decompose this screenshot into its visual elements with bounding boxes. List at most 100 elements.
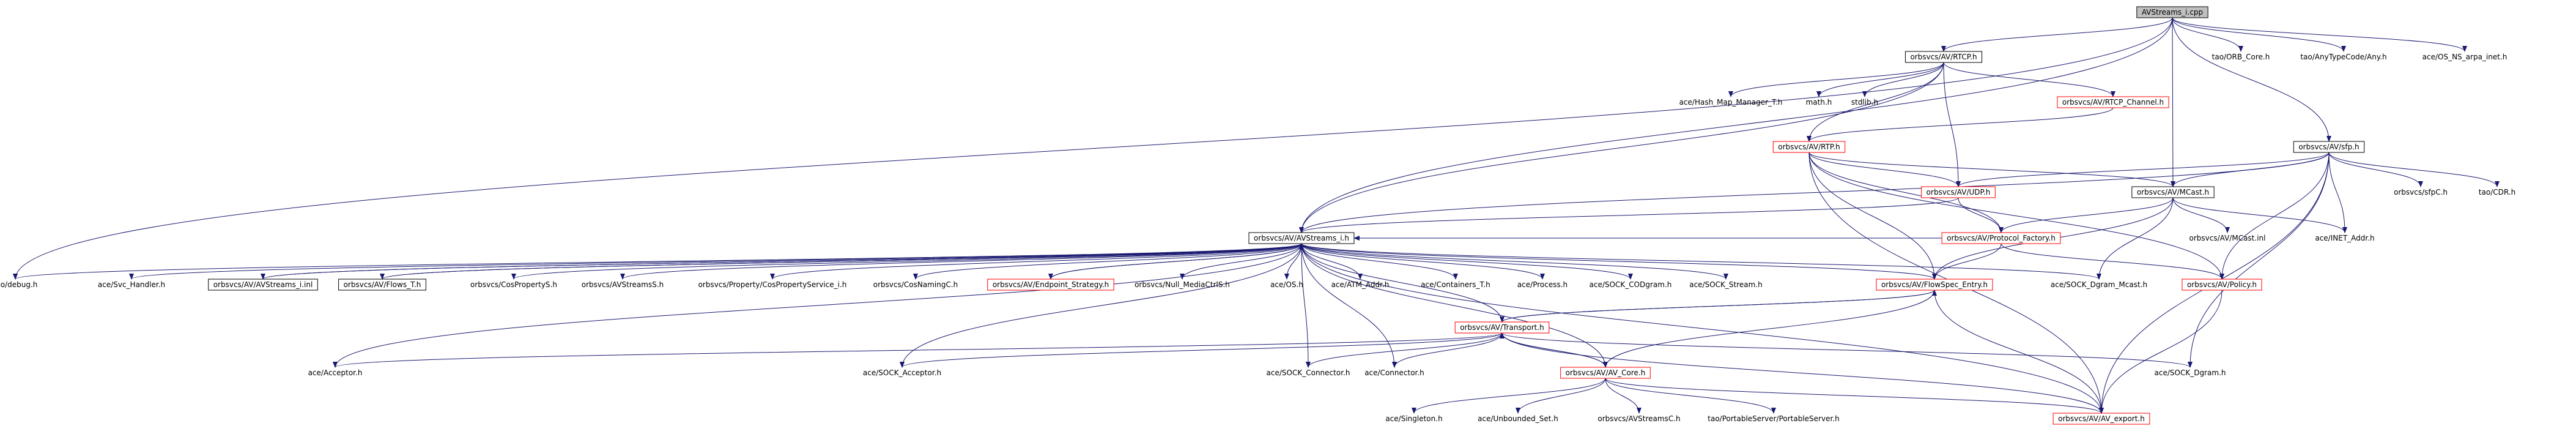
node-orbsvcs-cospropertys-h[interactable]: orbsvcs/CosPropertyS.h: [470, 280, 557, 289]
node-ace-os-h[interactable]: ace/OS.h: [1270, 280, 1303, 289]
node-math-h[interactable]: math.h: [1806, 98, 1832, 107]
node-box: [1772, 141, 1846, 153]
node-label: ace/SOCK_Stream.h: [1689, 280, 1763, 289]
edge-avsinl-to-avs: [262, 243, 1304, 280]
node-orbsvcs-cosnamingc-h[interactable]: orbsvcs/CosNamingC.h: [873, 280, 958, 289]
node-label: tao/debug.h: [0, 280, 37, 289]
edge-avs-to-propsvc: [770, 243, 1302, 280]
node-orbsvcs-av-mcast-inl[interactable]: orbsvcs/AV/MCast.inl: [2189, 234, 2266, 242]
node-orbsvcs-property-cospropertyservice-i-h[interactable]: orbsvcs/Property/CosPropertyService_i.h: [698, 280, 847, 289]
node-orbsvcs-sfpc-h[interactable]: orbsvcs/sfpC.h: [2394, 188, 2448, 196]
node-label: ace/Process.h: [1517, 280, 1567, 289]
edge-avs-to-acceptor: [333, 243, 1302, 368]
node-ace-singleton-h[interactable]: ace/Singleton.h: [1385, 414, 1442, 423]
node-tao-cdr-h[interactable]: tao/CDR.h: [2479, 188, 2515, 196]
node-ace-connector-h[interactable]: ace/Connector.h: [1364, 369, 1424, 377]
node-ace-inet-addr-h[interactable]: ace/INET_Addr.h: [2315, 234, 2374, 242]
edge-flowst-to-avs: [382, 243, 1304, 280]
node-label: orbsvcs/AV/Policy.h: [2187, 280, 2257, 289]
node-orbsvcs-avstreamss-h[interactable]: orbsvcs/AVStreamsS.h: [582, 280, 664, 289]
node-orbsvcs-av-transport-h[interactable]: orbsvcs/AV/Transport.h: [1454, 321, 1550, 334]
edge-avs-to-sockcod: [1301, 243, 1633, 280]
node-orbsvcs-av-avstreams-i-h[interactable]: orbsvcs/AV/AVStreams_i.h: [1248, 232, 1355, 244]
node-orbsvcs-avstreamsc-h[interactable]: orbsvcs/AVStreamsC.h: [1597, 414, 1680, 423]
node-label: orbsvcs/AV/AV_Core.h: [1566, 369, 1646, 377]
node-label: orbsvcs/AV/RTCP_Channel.h: [2062, 98, 2164, 107]
edge-rtcp-to-udp: [1943, 62, 1961, 187]
node-label: ace/OS_NS_arpa_inet.h: [2422, 53, 2508, 61]
node-tao-orb-core-h[interactable]: tao/ORB_Core.h: [2212, 53, 2270, 61]
node-ace-sock-acceptor-h[interactable]: ace/SOCK_Acceptor.h: [863, 369, 941, 377]
edge-avs-to-cosnc: [913, 243, 1302, 280]
node-orbsvcs-av-protocol-factory-h[interactable]: orbsvcs/AV/Protocol_Factory.h: [1941, 232, 2061, 244]
node-box: [1560, 367, 1651, 379]
node-orbsvcs-av-av-core-h[interactable]: orbsvcs/AV/AV_Core.h: [1560, 367, 1651, 379]
node-box: [2052, 413, 2150, 425]
node-orbsvcs-av-endpoint-strategy-h[interactable]: orbsvcs/AV/Endpoint_Strategy.h: [987, 279, 1114, 291]
node-orbsvcs-null-mediactrls-h[interactable]: orbsvcs/Null_MediaCtrlS.h: [1134, 280, 1230, 289]
edge-avs-to-sockstream: [1301, 243, 1728, 280]
node-orbsvcs-av-rtcp-h[interactable]: orbsvcs/AV/RTCP.h: [1904, 51, 1983, 63]
edge-mcast-to-inetaddr: [2172, 197, 2347, 233]
edge-avs-to-process: [1301, 243, 1545, 280]
node-label: orbsvcs/Property/CosPropertyService_i.h: [698, 280, 847, 289]
edge-avs-to-taodebug: [13, 243, 1302, 280]
node-label: orbsvcs/AV/Protocol_Factory.h: [1947, 234, 2056, 242]
edge-avs-to-cosps: [511, 243, 1302, 280]
node-ace-sock-connector-h[interactable]: ace/SOCK_Connector.h: [1267, 369, 1350, 377]
edge-transport-to-acceptor: [333, 332, 1503, 368]
edge-sfp-to-policy: [2219, 152, 2330, 280]
node-ace-atm-addr-h[interactable]: ace/ATM_Addr.h: [1331, 280, 1390, 289]
node-ace-sock-dgram-h[interactable]: ace/SOCK_Dgram.h: [2155, 369, 2226, 377]
edge-rtp-to-udp: [1808, 152, 1961, 187]
node-label: orbsvcs/Null_MediaCtrlS.h: [1134, 280, 1230, 289]
node-label: AVStreams_i.cpp: [2142, 8, 2203, 17]
node-orbsvcs-av-sfp-h[interactable]: orbsvcs/AV/sfp.h: [2293, 141, 2365, 153]
edge-avcore-to-singleton: [1412, 378, 1606, 414]
edge-avs-to-avss: [620, 243, 1302, 280]
node-ace-containers-t-h[interactable]: ace/Containers_T.h: [1421, 280, 1490, 289]
edge-avs-to-sockdgmc: [1301, 243, 2101, 280]
node-box: [1248, 232, 1355, 244]
node-label: orbsvcs/CosNamingC.h: [873, 280, 958, 289]
node-tao-anytypecode-any-h[interactable]: tao/AnyTypeCode/Any.h: [2300, 53, 2386, 61]
node-ace-sock-stream-h[interactable]: ace/SOCK_Stream.h: [1689, 280, 1763, 289]
edge-avs-to-nullmc: [1180, 243, 1302, 280]
node-orbsvcs-av-av-export-h[interactable]: orbsvcs/AV/AV_export.h: [2052, 413, 2150, 425]
file-nodes: AVStreams_i.cpp orbsvcs/AV/RTCP.h tao/ORB_…: [0, 6, 2515, 425]
node-label: ace/SOCK_Dgram.h: [2155, 369, 2226, 377]
node-ace-unbounded-set-h[interactable]: ace/Unbounded_Set.h: [1478, 414, 1558, 423]
node-box: [987, 279, 1114, 291]
node-tao-portableserver-portableserver-h[interactable]: tao/PortableServer/PortableServer.h: [1708, 414, 1839, 423]
node-ace-svc-handler-h[interactable]: ace/Svc_Handler.h: [98, 280, 165, 289]
node-orbsvcs-av-rtp-h[interactable]: orbsvcs/AV/RTP.h: [1772, 141, 1846, 153]
node-orbsvcs-av-flowspec-entry-h[interactable]: orbsvcs/AV/FlowSpec_Entry.h: [1876, 279, 1993, 291]
edge-transport-to-connector: [1392, 332, 1503, 368]
edge-protofact-to-policy: [2000, 243, 2224, 280]
node-ace-process-h[interactable]: ace/Process.h: [1517, 280, 1567, 289]
node-orbsvcs-av-mcast-h[interactable]: orbsvcs/AV/MCast.h: [2131, 186, 2215, 198]
edge-root-to-avs: [1299, 17, 2173, 233]
node-label: ace/OS.h: [1270, 280, 1303, 289]
node-box: [338, 279, 426, 291]
node-orbsvcs-av-flows-t-h[interactable]: orbsvcs/AV/Flows_T.h: [338, 279, 426, 291]
node-stdlib-h[interactable]: stdlib.h: [1851, 98, 1878, 107]
node-box: [2057, 96, 2169, 108]
edge-root-to-orbcore: [2172, 17, 2243, 52]
node-ace-sock-dgram-mcast-h[interactable]: ace/SOCK_Dgram_Mcast.h: [2051, 280, 2147, 289]
node-ace-os-ns-arpa-inet-h[interactable]: ace/OS_NS_arpa_inet.h: [2422, 53, 2508, 61]
node-orbsvcs-av-udp-h[interactable]: orbsvcs/AV/UDP.h: [1921, 186, 1996, 198]
node-ace-sock-codgram-h[interactable]: ace/SOCK_CODgram.h: [1590, 280, 1672, 289]
node-orbsvcs-av-avstreams-i-inl[interactable]: orbsvcs/AV/AVStreams_i.inl: [208, 279, 318, 291]
edge-udp-to-protofact: [1958, 197, 2004, 233]
edge-sfp-to-inetaddr: [2328, 152, 2347, 233]
edge-rtcp-to-hashmap: [1728, 62, 1944, 97]
edge-sfp-to-udp: [1956, 152, 2330, 187]
node-ace-acceptor-h[interactable]: ace/Acceptor.h: [308, 369, 363, 377]
node-tao-debug-h[interactable]: tao/debug.h: [0, 280, 37, 289]
node-orbsvcs-av-policy-h[interactable]: orbsvcs/AV/Policy.h: [2182, 279, 2262, 291]
node-avstreams-i-cpp[interactable]: AVStreams_i.cpp: [2136, 6, 2208, 18]
node-ace-hash-map-manager-t-h[interactable]: ace/Hash_Map_Manager_T.h: [1679, 98, 1783, 107]
edge-root-to-anytc: [2172, 17, 2346, 52]
node-orbsvcs-av-rtcp-channel-h[interactable]: orbsvcs/AV/RTCP_Channel.h: [2057, 96, 2169, 108]
